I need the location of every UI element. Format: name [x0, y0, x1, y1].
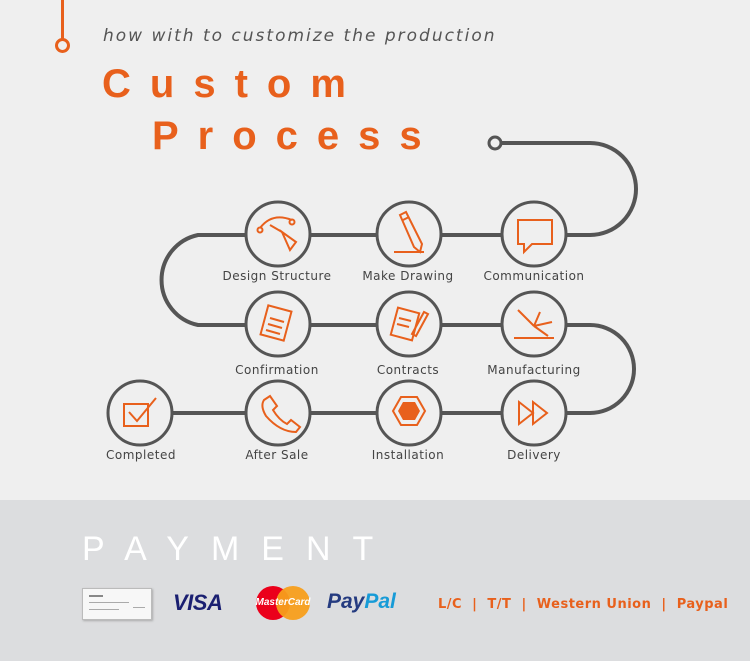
checkbox-icon — [123, 397, 157, 427]
phone-icon — [261, 394, 302, 434]
flow-start-dot — [487, 135, 503, 151]
subtitle: how with to customize the production — [103, 26, 497, 46]
node-after-sale — [244, 379, 312, 447]
step-label: Installation — [371, 448, 445, 462]
node-make-drawing — [375, 200, 443, 268]
step-label: Communication — [483, 269, 585, 283]
flow-path — [138, 141, 638, 415]
spark-icon — [514, 309, 554, 339]
node-delivery — [500, 379, 568, 447]
node-contracts — [375, 290, 443, 358]
title-line-2: Process — [152, 114, 441, 158]
payment-section: PAYMENT VISA MasterCard PayPal L/C | T/T… — [0, 500, 750, 661]
step-label: Manufacturing — [487, 363, 581, 377]
mastercard-text: MasterCard — [255, 597, 311, 608]
node-design-structure — [244, 200, 312, 268]
payment-title: PAYMENT — [82, 530, 396, 568]
payment-terms: L/C | T/T | Western Union | Paypal — [438, 597, 729, 612]
pin-ring — [55, 38, 70, 53]
fast-forward-icon — [518, 399, 549, 427]
paypal-logo: PayPal — [327, 590, 396, 614]
paypal-text-b: Pal — [364, 590, 396, 613]
node-completed — [106, 379, 174, 447]
mastercard-logo: MasterCard — [255, 586, 311, 620]
visa-logo: VISA — [173, 590, 223, 615]
node-communication — [500, 200, 568, 268]
pencil-icon — [394, 210, 424, 254]
bezier-pen-icon — [256, 216, 298, 252]
node-installation — [375, 379, 443, 447]
step-label: Delivery — [507, 448, 561, 462]
node-manufacturing — [500, 290, 568, 358]
cheque-icon — [82, 588, 152, 620]
title-line-1: Custom — [102, 62, 365, 106]
step-label: Design Structure — [222, 269, 332, 283]
step-label: Make Drawing — [362, 269, 454, 283]
hexagon-icon — [391, 396, 427, 426]
process-flow — [106, 135, 638, 447]
process-section: how with to customize the production Cus… — [55, 0, 638, 462]
chat-bubble-icon — [517, 219, 553, 255]
document-icon — [259, 304, 293, 342]
step-label: Confirmation — [235, 363, 319, 377]
node-confirmation — [244, 290, 312, 358]
step-label: Completed — [106, 448, 176, 462]
pin-line — [61, 0, 64, 40]
paypal-text-a: Pay — [327, 590, 365, 613]
contract-icon — [389, 306, 430, 342]
step-label: After Sale — [245, 448, 309, 462]
step-label: Contracts — [376, 363, 440, 377]
